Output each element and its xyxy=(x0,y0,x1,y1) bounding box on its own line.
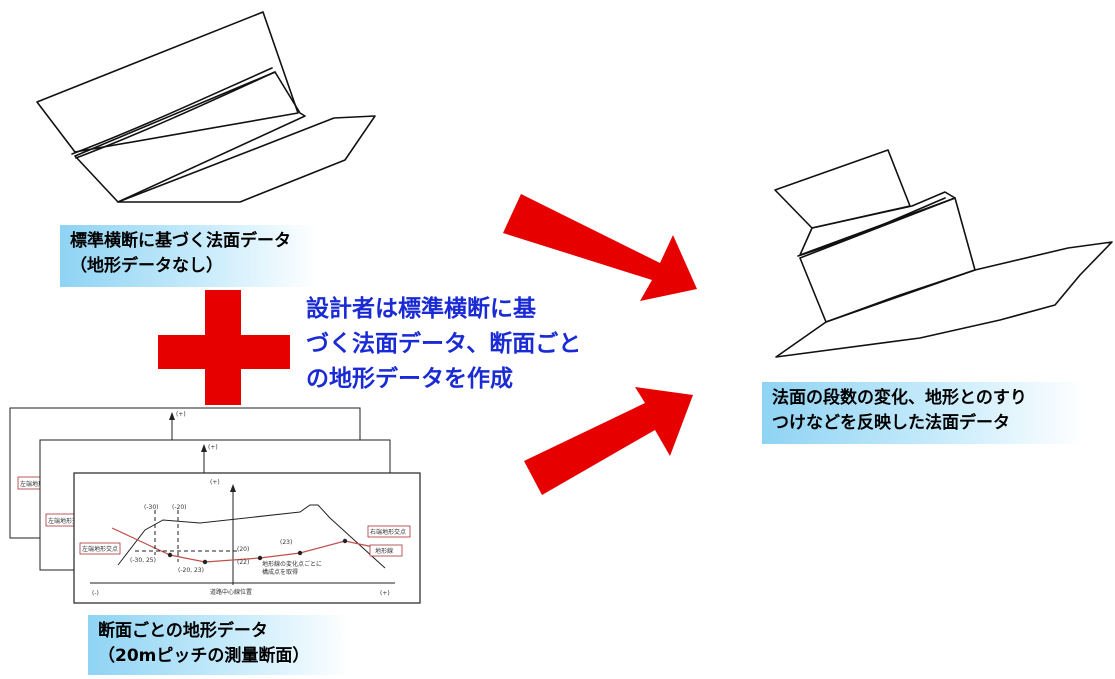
cross-section-sheets: (+) 左端地形交点 (+) 左端地形交点 (+) (-) (+) 道路中心線位… xyxy=(9,407,421,604)
terrain-data-caption: 断面ごとの地形データ （20mピッチの測量断面） xyxy=(88,615,350,675)
sheet-back-left-label: 左端地形交点 xyxy=(20,480,56,488)
designer-note-line3: の地形データを作成 xyxy=(306,366,513,392)
arrow-right-down-icon xyxy=(503,194,697,301)
slope-model-adjusted xyxy=(774,149,1113,358)
designer-note-line1: 設計者は標準横断に基 xyxy=(306,296,536,322)
terrain-data-caption-line2: （20mピッチの測量断面） xyxy=(98,646,310,666)
plus-icon xyxy=(158,290,290,405)
result-slope-caption-line1: 法面の段数の変化、地形とのすり xyxy=(772,388,1027,408)
terrain-data-caption-line1: 断面ごとの地形データ xyxy=(98,621,268,641)
designer-note-line2: づく法面データ、断面ごと xyxy=(306,331,582,357)
standard-slope-caption: 標準横断に基づく法面データ （地形データなし） xyxy=(60,225,318,287)
coord-20: (20) xyxy=(237,546,249,553)
sheet-front-minus: (-) xyxy=(92,590,99,597)
standard-slope-caption-line2: （地形データなし） xyxy=(70,256,223,276)
coord-m20-23: (-20, 23) xyxy=(178,567,204,574)
coord-m20: (-20) xyxy=(172,504,186,511)
coord-m30-25: (-30, 25) xyxy=(130,557,156,564)
sheet-front-ground-label: 地形線 xyxy=(375,547,393,555)
sheet-front-plus: (+) xyxy=(210,479,220,486)
designer-note: 設計者は標準横断に基 づく法面データ、断面ごと の地形データを作成 xyxy=(306,292,581,397)
standard-slope-caption-line1: 標準横断に基づく法面データ xyxy=(70,231,291,251)
result-slope-caption-line2: つけなどを反映した法面データ xyxy=(772,413,1010,433)
result-slope-caption: 法面の段数の変化、地形とのすり つけなどを反映した法面データ xyxy=(762,382,1084,444)
sheet-front-left-label: 左端地形交点 xyxy=(82,545,118,553)
coord-22: (22) xyxy=(237,559,249,566)
slope-model-standard xyxy=(36,11,376,203)
sheet-front-axis-label: 道路中心線位置 xyxy=(210,588,252,596)
coord-23: (23) xyxy=(280,539,292,546)
sheet-front-right-label: 右端地形交点 xyxy=(370,528,406,536)
sheet-front-axis-plus: (+) xyxy=(380,590,390,597)
sheet-middle-left-label: 左端地形交点 xyxy=(48,517,84,525)
sheet-middle-plus: (+) xyxy=(208,444,218,451)
sheet-note-line2: 構成点を取得 xyxy=(262,568,298,576)
coord-m30: (-30) xyxy=(144,504,158,511)
arrow-right-up-icon xyxy=(524,387,693,495)
sheet-note-line1: 地形線の変化点ごとに xyxy=(262,560,322,568)
sheet-back-plus: (+) xyxy=(176,411,186,418)
